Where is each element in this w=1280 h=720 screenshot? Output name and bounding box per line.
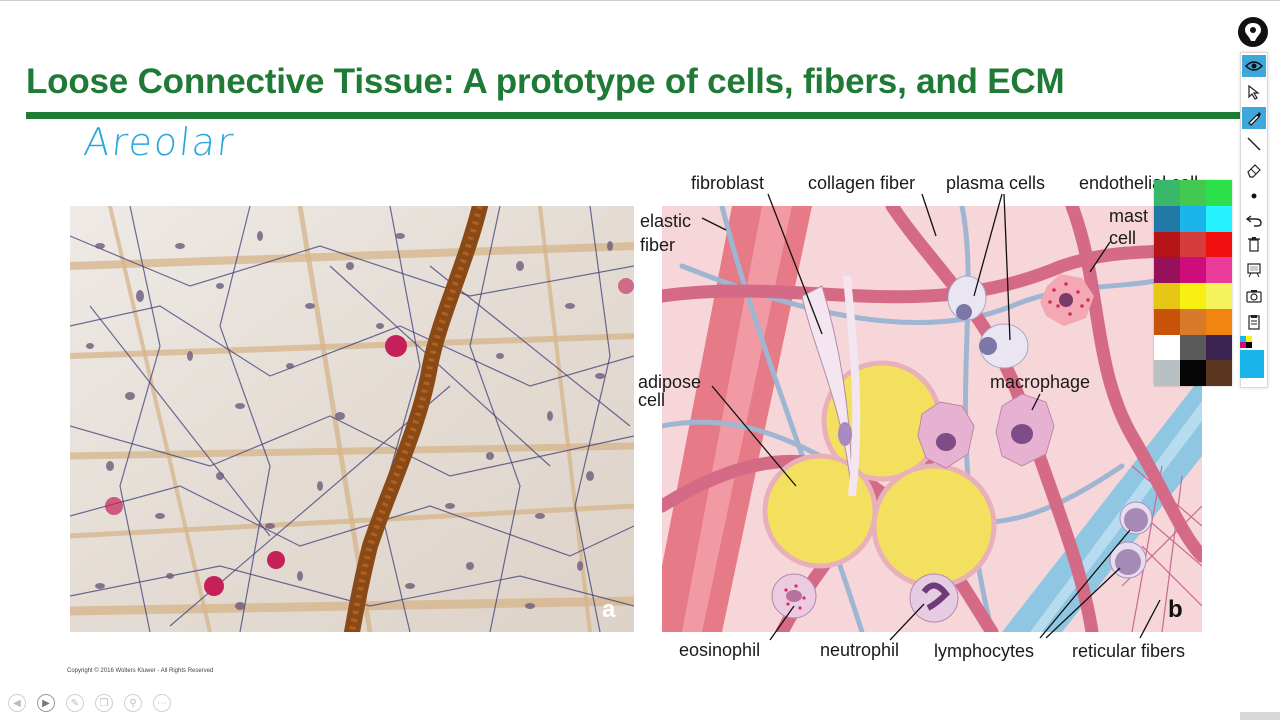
eye-icon[interactable] [1242,55,1266,77]
color-swatch[interactable] [1180,257,1206,283]
pointer-icon[interactable] [1242,81,1266,103]
app-logo-icon[interactable] [1238,17,1268,47]
color-swatch[interactable] [1206,205,1232,232]
pen-icon[interactable]: ✎ [66,694,84,712]
color-swatch[interactable] [1206,180,1232,206]
pen-line-icon[interactable] [1242,133,1266,155]
copy-icon[interactable]: ❐ [95,694,113,712]
label-adipose-cell-line2: cell [638,390,666,410]
label-macrophage: macrophage [990,372,1091,392]
label-elastic-fiber-line1: elastic [640,211,692,231]
color-swatch[interactable] [1154,180,1180,206]
color-swatch[interactable] [1180,308,1206,335]
color-swatch[interactable] [1206,231,1232,258]
play-icon[interactable]: ▶ [37,694,55,712]
undo-icon[interactable] [1242,209,1266,231]
annotation-toolbar [1240,52,1268,388]
color-swatch[interactable] [1206,257,1232,283]
label-fibroblast: fibroblast [691,173,765,193]
handwritten-annotation: Areolar [81,120,238,164]
label-eosinophil: eosinophil [679,640,761,660]
color-palette [1154,180,1232,386]
label-plasma-cells: plasma cells [946,173,1046,193]
previous-icon[interactable]: ◀ [8,694,26,712]
color-swatch[interactable] [1154,360,1180,386]
micrograph-image: a [70,206,634,632]
color-swatch[interactable] [1206,283,1232,309]
whiteboard-icon[interactable] [1242,259,1266,281]
color-swatch[interactable] [1180,283,1206,309]
dot-icon[interactable] [1242,185,1266,207]
label-adipose-cell-line1: adipose [638,372,702,392]
camera-icon[interactable] [1242,285,1266,307]
color-swatch[interactable] [1206,360,1232,386]
label-mast-cell-line2: cell [1109,228,1137,248]
current-color-indicator[interactable] [1240,336,1266,386]
label-lymphocytes: lymphocytes [934,641,1035,661]
color-swatch[interactable] [1154,231,1180,258]
zoom-icon[interactable]: ⚲ [124,694,142,712]
color-swatch[interactable] [1154,283,1180,309]
top-border [0,0,1280,1]
copyright-notice: Copyright © 2016 Wolters Kluwer - All Ri… [67,668,214,674]
clipboard-icon[interactable] [1242,311,1266,333]
tissue-illustration: b [662,206,1202,632]
color-swatch[interactable] [1180,360,1206,386]
label-neutrophil: neutrophil [820,640,900,660]
player-controls: ◀ ▶ ✎ ❐ ⚲ ⋯ [8,694,171,714]
color-swatch[interactable] [1206,308,1232,335]
label-elastic-fiber-line2: fiber [640,235,676,255]
slide-title: Loose Connective Tissue: A prototype of … [26,62,1065,101]
color-swatch[interactable] [1180,205,1206,232]
color-swatch[interactable] [1180,334,1206,361]
title-underline [26,112,1240,119]
color-swatch[interactable] [1154,334,1180,361]
bottom-edge-mark [1240,712,1280,720]
trash-icon[interactable] [1242,233,1266,255]
color-swatch[interactable] [1154,205,1180,232]
label-mast-cell-line1: mast [1109,206,1149,226]
eraser-icon[interactable] [1242,159,1266,181]
panel-a-letter: a [602,596,616,623]
color-swatch[interactable] [1180,231,1206,258]
label-reticular-fibers: reticular fibers [1072,641,1186,661]
color-swatch[interactable] [1206,334,1232,361]
more-icon[interactable]: ⋯ [153,694,171,712]
panel-b-letter: b [1168,596,1183,623]
color-swatch[interactable] [1154,257,1180,283]
highlighter-icon[interactable] [1242,107,1266,129]
label-collagen-fiber: collagen fiber [808,173,916,193]
color-swatch[interactable] [1180,180,1206,206]
color-swatch[interactable] [1154,308,1180,335]
